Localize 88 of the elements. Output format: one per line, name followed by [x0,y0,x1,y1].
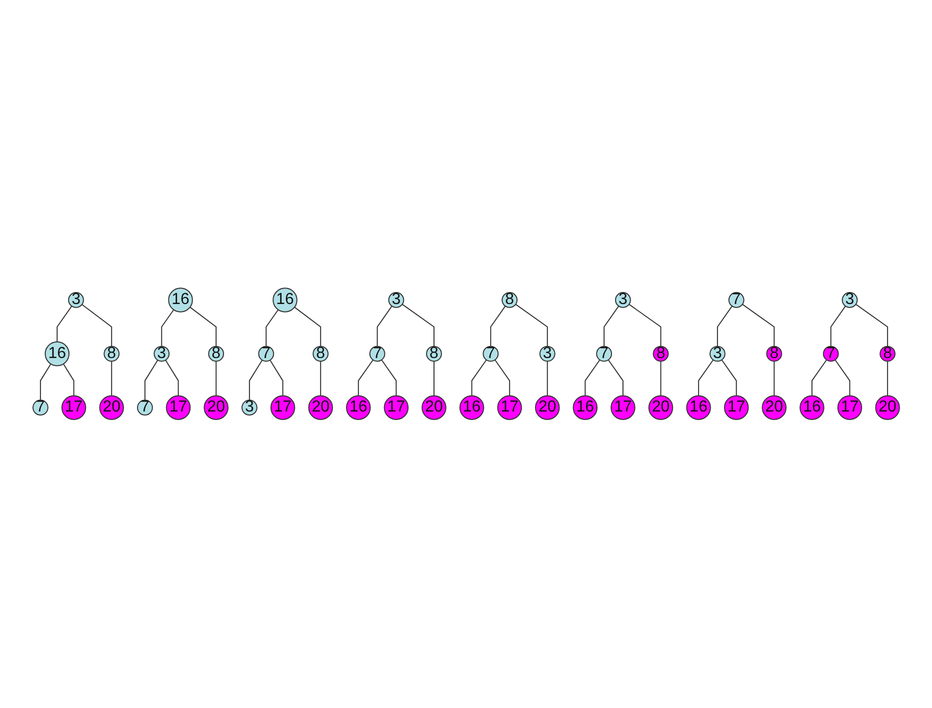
connector [269,360,284,396]
node-circle: 7 [822,346,839,362]
node-circle: 3 [842,292,858,308]
connector [716,306,732,348]
node-circle: 3 [68,292,84,308]
node-circle: 20 [762,395,786,420]
connector [62,364,74,396]
node-circle: 17 [270,395,295,420]
node-circle: 3 [388,292,404,308]
node-circle: 7 [258,346,274,362]
connector [433,360,434,396]
node-circle: 3 [539,346,556,362]
connector [855,304,888,348]
connector [402,304,434,348]
connector [603,306,619,348]
node-circle: 7 [596,346,612,362]
connector [546,360,548,396]
node-circle: 16 [686,395,711,420]
node-circle: 17 [724,395,749,420]
node-circle: 8 [426,346,442,362]
node-circle: 8 [766,346,782,362]
connector [248,360,262,401]
node-circle: 17 [166,395,190,420]
connector [834,360,850,396]
node-circle: 7 [32,400,48,416]
node-circle: 7 [369,346,386,362]
node-circle: 3 [241,400,258,416]
node-circle: 20 [874,395,900,420]
node-circle: 17 [496,395,522,420]
connector [265,309,278,348]
connector [471,360,487,396]
node-circle: 8 [652,346,668,362]
connector [721,360,737,396]
connector [773,360,774,396]
node-circle: 20 [98,395,124,420]
connector [160,309,174,348]
connector [215,360,216,396]
node-circle: 17 [384,395,408,420]
connector [742,304,774,348]
connector [830,306,846,348]
node-circle: 20 [421,395,446,420]
connector [40,364,52,401]
node-circle: 16 [799,395,824,420]
node-circle: 8 [103,346,120,362]
node-circle: 17 [61,395,86,420]
connector [698,360,714,396]
connector [886,360,888,396]
node-circle: 16 [572,395,598,420]
connector [584,360,600,396]
connector [358,360,374,396]
connector [608,360,624,396]
node-circle: 3 [709,346,726,362]
connector [628,304,662,348]
connector [494,360,510,396]
node-circle: 16 [459,395,484,420]
node-circle: 20 [203,395,228,420]
connector [189,306,216,348]
connector [164,360,179,396]
connector [380,360,396,396]
connector [376,306,392,348]
node-circle: 16 [168,288,193,313]
node-circle: 7 [482,346,498,362]
connector [320,360,321,396]
node-circle: 17 [610,395,636,420]
connector [144,360,158,401]
node-circle: 16 [44,342,70,366]
node-circle: 17 [837,395,862,420]
node-circle: 20 [308,395,333,420]
node-circle: 7 [136,400,153,416]
node-circle: 8 [208,346,224,362]
node-circle: 3 [153,346,170,362]
connector [660,360,662,396]
node-circle: 8 [879,346,896,362]
connector [56,306,72,343]
node-circle: 8 [501,292,518,308]
node-circle: 8 [312,346,328,362]
node-circle: 20 [534,395,560,420]
node-circle: 7 [728,292,744,308]
connector [294,306,321,348]
connector [81,304,112,348]
connector [514,304,548,348]
node-circle: 3 [614,292,631,308]
connector [811,360,827,396]
node-circle: 20 [648,395,673,420]
node-circle: 16 [272,288,298,313]
connector [110,360,112,396]
node-circle: 16 [346,395,371,420]
connector [490,306,506,348]
